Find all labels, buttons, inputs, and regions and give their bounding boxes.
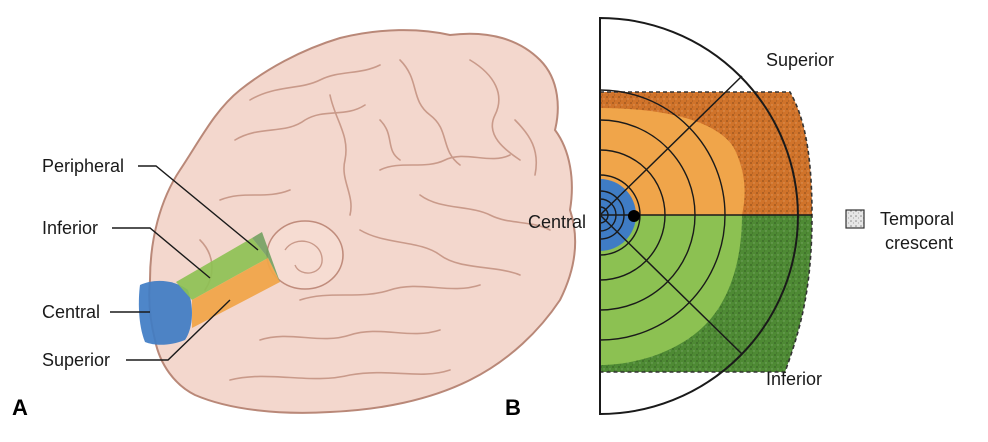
legend-swatch xyxy=(845,209,865,229)
temporal-crescent-legend: Temporal crescent xyxy=(845,209,954,253)
brain-outline xyxy=(148,29,577,414)
panel-a-leaders xyxy=(110,165,259,361)
legend-line2: crescent xyxy=(885,233,953,253)
brain-illustration xyxy=(138,29,577,414)
inferior-field xyxy=(600,215,742,365)
superior-field xyxy=(600,108,745,215)
panel-letter-b: B xyxy=(505,395,521,420)
central-band xyxy=(138,280,192,345)
label-inferior-b: Inferior xyxy=(766,369,822,389)
inferior-band xyxy=(176,238,268,300)
superior-band xyxy=(192,258,280,328)
label-superior-a: Superior xyxy=(42,350,110,370)
panel-letter-a: A xyxy=(12,395,28,420)
visual-field-diagram xyxy=(599,16,813,416)
blind-spot xyxy=(628,210,640,222)
label-central-a: Central xyxy=(42,302,100,322)
peripheral-band xyxy=(252,232,280,282)
label-central-b: Central xyxy=(528,212,586,232)
label-inferior-a: Inferior xyxy=(42,218,98,238)
visual-cortex-bands xyxy=(138,232,280,345)
label-peripheral: Peripheral xyxy=(42,156,124,176)
label-superior-b: Superior xyxy=(766,50,834,70)
brain-gyri xyxy=(199,59,551,381)
outer-semicircle xyxy=(599,16,799,416)
legend-line1: Temporal xyxy=(880,209,954,229)
